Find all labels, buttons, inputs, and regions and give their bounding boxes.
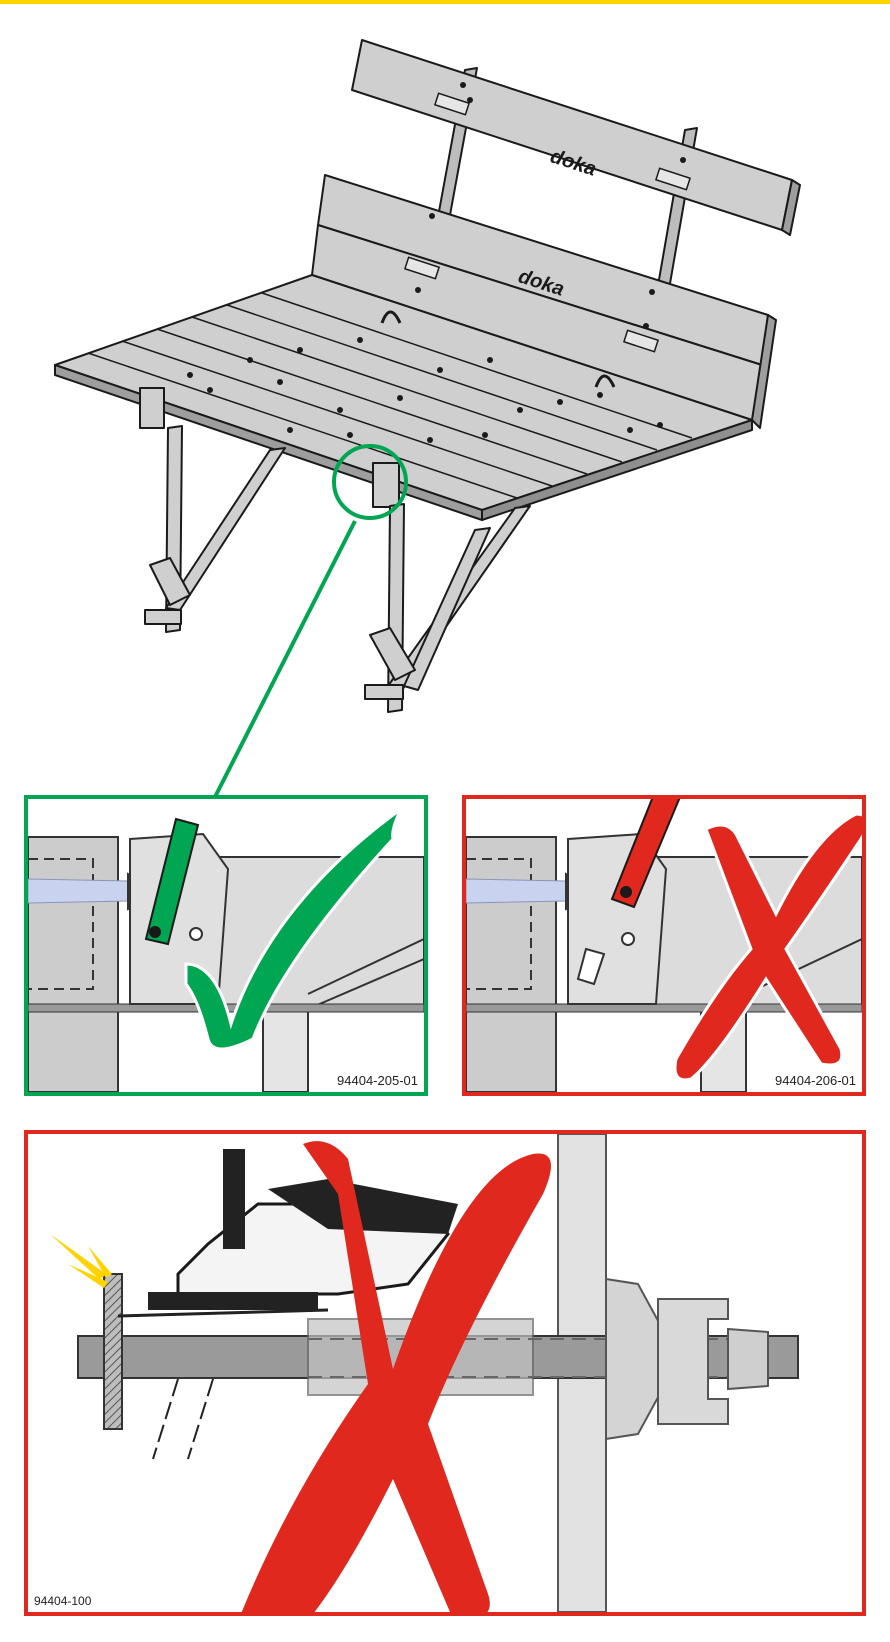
check-icon bbox=[184, 807, 403, 1051]
cross-icon bbox=[673, 812, 862, 1082]
bottom-wrong-detail-panel: 94404-100 bbox=[24, 1130, 866, 1616]
cross-icon-large bbox=[241, 1141, 551, 1612]
correct-detail-panel: 94404-205-01 bbox=[24, 795, 428, 1096]
zoom-circle bbox=[332, 444, 408, 520]
top-accent-bar bbox=[0, 0, 890, 4]
wrong-detail-panel: 94404-206-01 bbox=[462, 795, 866, 1096]
figure-id-bottom: 94404-100 bbox=[32, 1594, 94, 1608]
warning-spark-icon bbox=[50, 1234, 112, 1288]
correct-detail-drawing bbox=[28, 799, 424, 1092]
bottom-detail-drawing bbox=[28, 1134, 862, 1612]
platform-illustration: doka doka bbox=[54, 39, 801, 713]
figure-id-correct: 94404-205-01 bbox=[335, 1073, 420, 1088]
figure-id-wrong: 94404-206-01 bbox=[773, 1073, 858, 1088]
wrong-detail-drawing bbox=[466, 799, 862, 1092]
